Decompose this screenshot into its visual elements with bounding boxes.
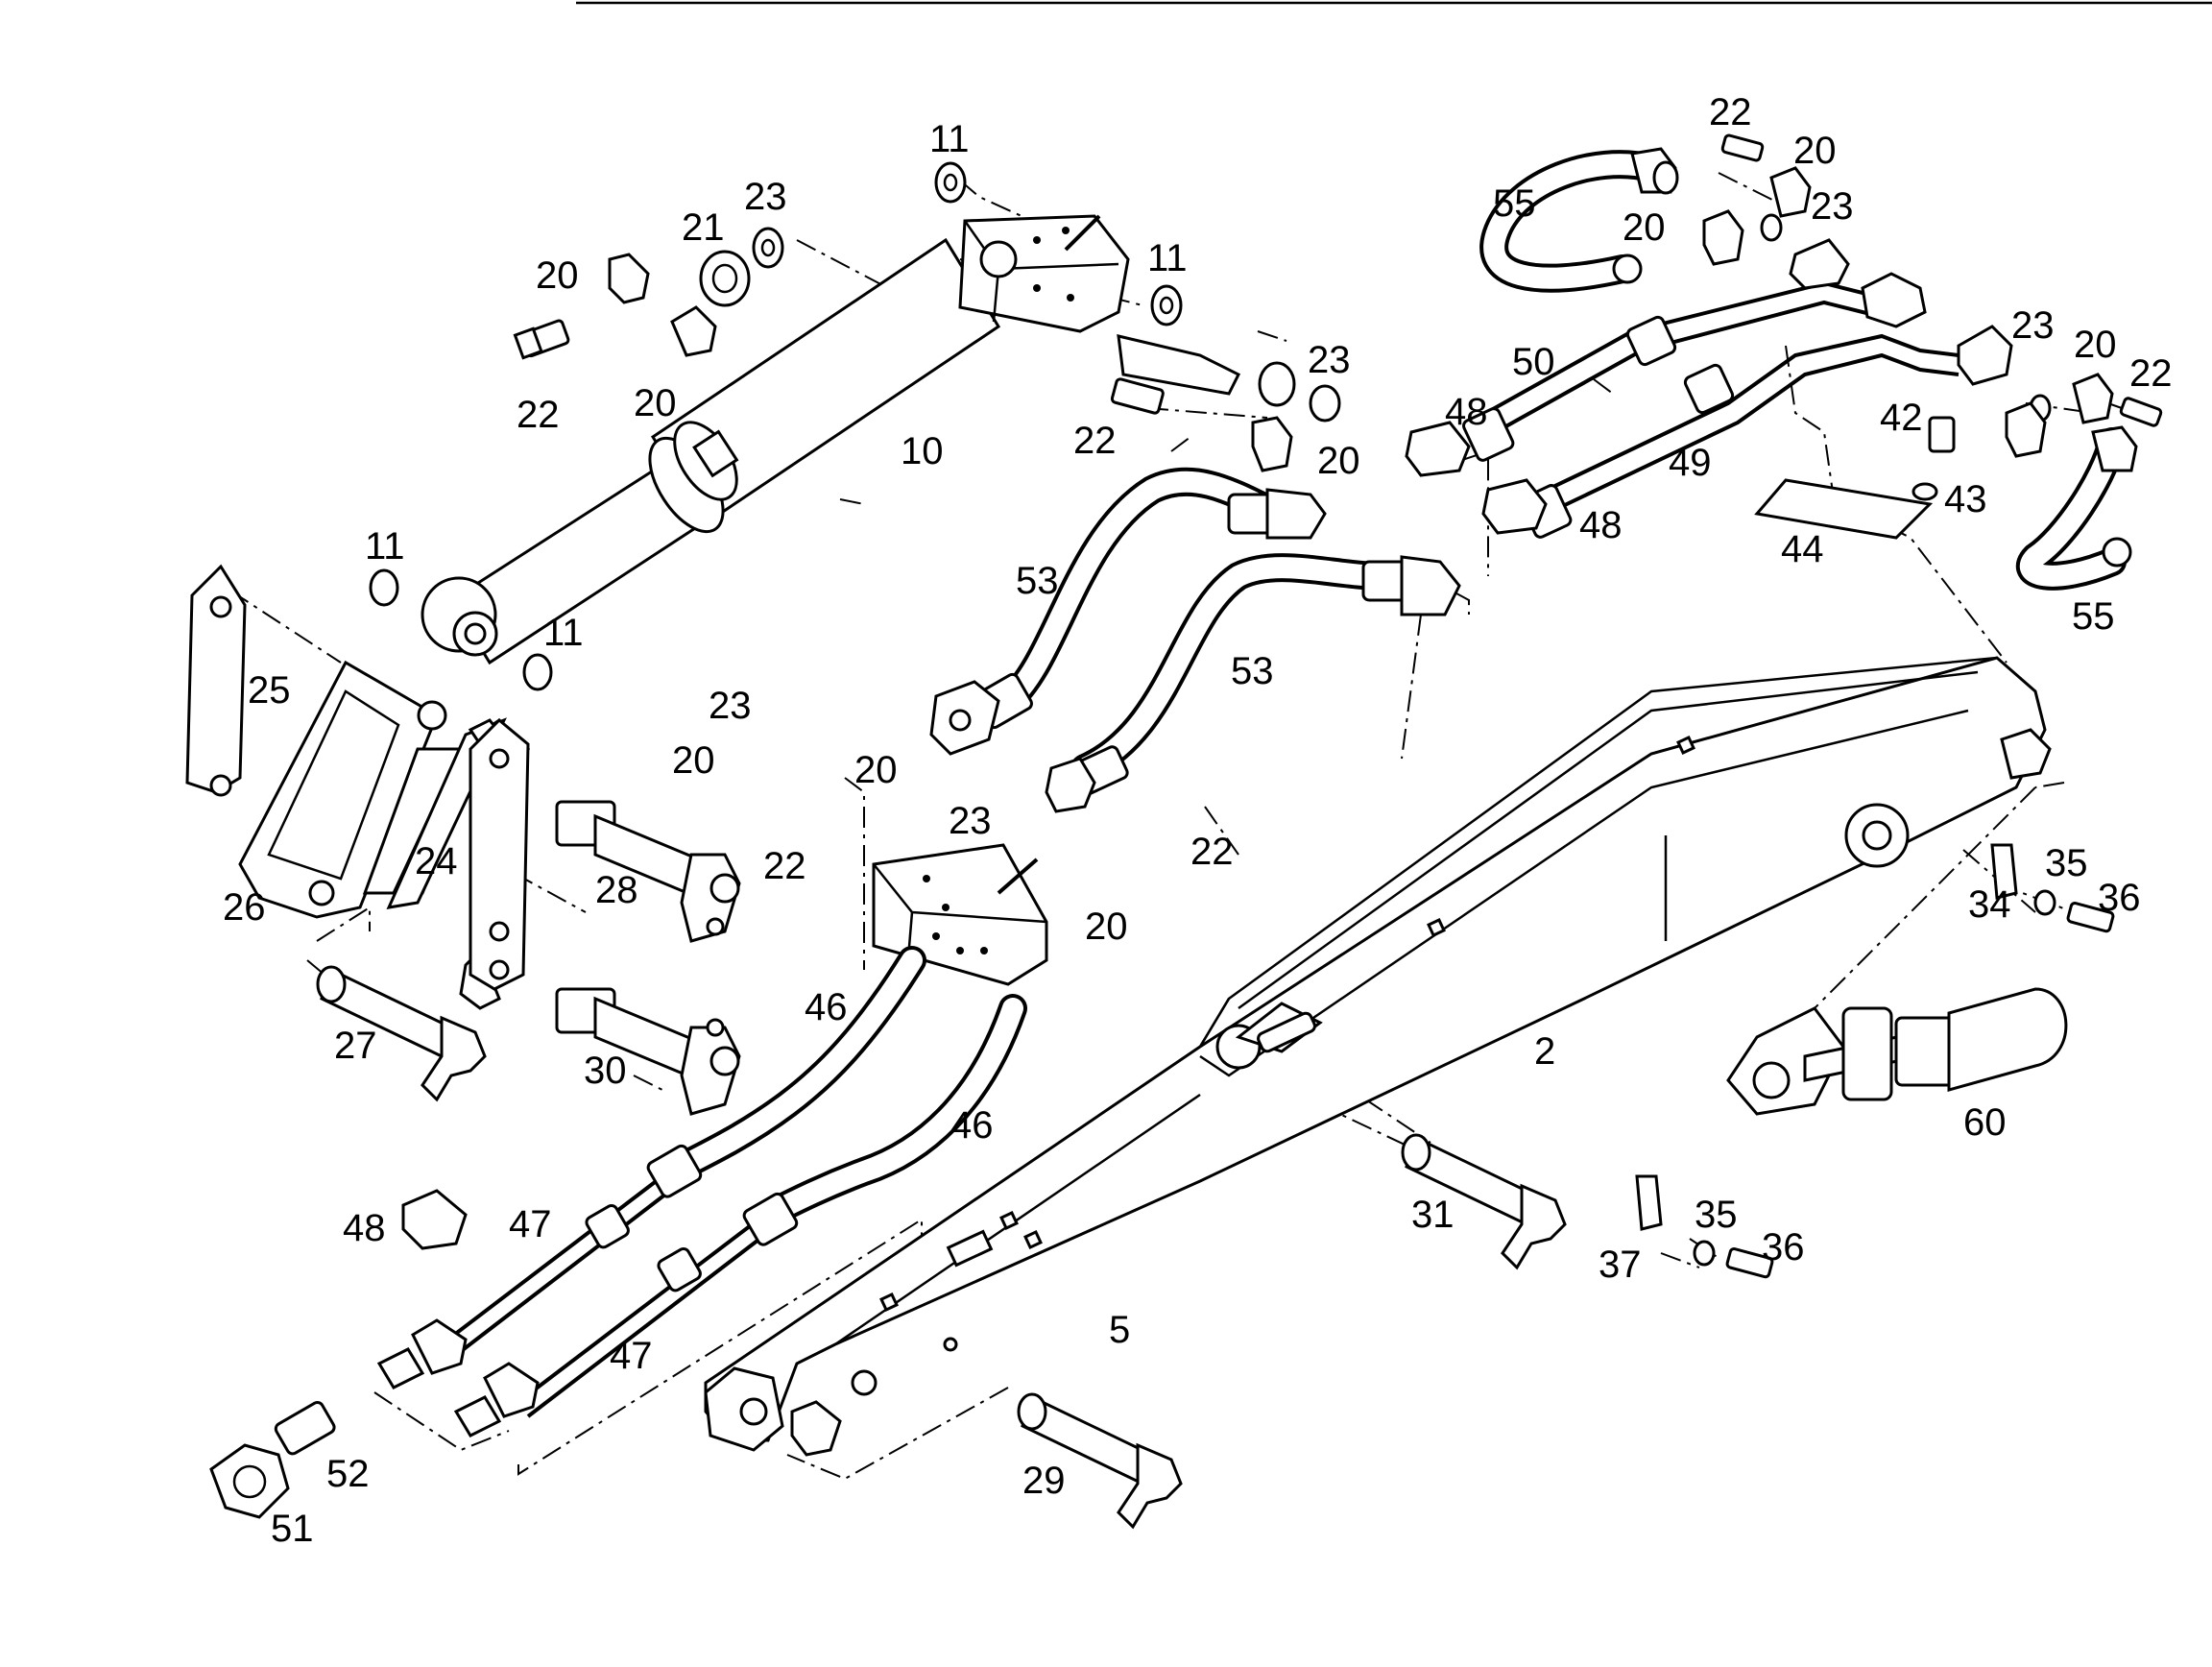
hoses-46 bbox=[658, 946, 1027, 1224]
callout-31: 31 bbox=[1411, 1194, 1455, 1236]
callout-53b: 53 bbox=[1231, 650, 1274, 692]
callout-55b: 55 bbox=[2072, 595, 2115, 638]
callout-35b: 35 bbox=[1695, 1194, 1738, 1236]
callout-34: 34 bbox=[1968, 883, 2011, 926]
callout-20a: 20 bbox=[536, 254, 579, 297]
pin-27 bbox=[316, 965, 487, 1102]
lines-49-50 bbox=[1405, 238, 2013, 539]
callout-23d: 23 bbox=[2011, 304, 2055, 347]
callout-26: 26 bbox=[223, 886, 266, 929]
hoses-53 bbox=[929, 467, 1461, 813]
callout-20h: 20 bbox=[672, 739, 715, 782]
brackets-small bbox=[1635, 843, 2115, 1279]
callout-36a: 36 bbox=[2098, 877, 2141, 919]
callout-47a: 47 bbox=[509, 1203, 552, 1245]
callout-22f: 22 bbox=[1190, 831, 1234, 873]
boom-arm bbox=[704, 656, 2052, 1457]
callout-11d: 11 bbox=[543, 612, 584, 654]
pin-31 bbox=[1401, 1133, 1567, 1270]
link-24 bbox=[469, 717, 530, 991]
cylinder-60 bbox=[1726, 987, 2068, 1116]
callout-25: 25 bbox=[248, 669, 291, 712]
callout-37: 37 bbox=[1599, 1244, 1642, 1286]
callout-30: 30 bbox=[584, 1050, 627, 1092]
callout-50: 50 bbox=[1512, 341, 1555, 383]
callout-29: 29 bbox=[1022, 1460, 1066, 1502]
callout-27: 27 bbox=[334, 1025, 377, 1067]
callout-23a: 23 bbox=[744, 176, 787, 218]
pins-28-30 bbox=[555, 800, 741, 1116]
callout-24: 24 bbox=[415, 840, 458, 882]
callout-42: 42 bbox=[1880, 397, 1923, 439]
callout-11c: 11 bbox=[365, 525, 405, 568]
callout-10: 10 bbox=[901, 430, 944, 472]
callout-46a: 46 bbox=[805, 986, 848, 1028]
callout-20e: 20 bbox=[1623, 206, 1666, 249]
callout-23e: 23 bbox=[709, 685, 752, 727]
callout-20f: 20 bbox=[1793, 130, 1837, 172]
callout-20i: 20 bbox=[854, 749, 898, 791]
callout-20c: 20 bbox=[1317, 440, 1360, 482]
callout-22b: 22 bbox=[1073, 420, 1117, 462]
callout-52: 52 bbox=[326, 1453, 370, 1495]
callout-11b: 11 bbox=[1147, 237, 1188, 279]
lines-47 bbox=[376, 1144, 799, 1437]
callout-22-top-right: 22 bbox=[1709, 91, 1752, 133]
fittings-top-right bbox=[1652, 133, 2163, 540]
callout-22a: 22 bbox=[517, 394, 560, 436]
hoses-55 bbox=[1479, 147, 2138, 591]
hydraulic-cylinder bbox=[421, 237, 1001, 665]
nut-and-fitting bbox=[209, 1400, 336, 1519]
callout-47b: 47 bbox=[610, 1335, 653, 1377]
callout-20j: 20 bbox=[1085, 906, 1128, 948]
callout-48a: 48 bbox=[1445, 391, 1488, 433]
callout-21: 21 bbox=[682, 206, 725, 249]
callout-48c: 48 bbox=[343, 1207, 386, 1249]
callout-20g: 20 bbox=[2074, 324, 2117, 366]
link-arms bbox=[185, 564, 531, 1010]
fittings-mid bbox=[1110, 334, 1341, 472]
valve-block-top bbox=[958, 214, 1130, 333]
callout-2: 2 bbox=[1534, 1030, 1555, 1073]
fittings-top-left bbox=[369, 161, 1183, 691]
callout-28: 28 bbox=[595, 869, 638, 911]
callout-55a: 55 bbox=[1493, 182, 1536, 225]
callout-22d: 22 bbox=[2129, 352, 2173, 395]
callout-5: 5 bbox=[1109, 1309, 1130, 1351]
callout-51: 51 bbox=[271, 1508, 314, 1550]
callout-11a: 11 bbox=[929, 118, 970, 160]
callout-49: 49 bbox=[1669, 442, 1712, 484]
callout-23c: 23 bbox=[1811, 185, 1854, 228]
callout-23f: 23 bbox=[949, 800, 992, 842]
callout-53a: 53 bbox=[1016, 560, 1059, 602]
callout-44: 44 bbox=[1781, 528, 1824, 570]
callout-22e: 22 bbox=[763, 845, 806, 887]
callout-36b: 36 bbox=[1762, 1226, 1805, 1268]
callout-labels: 11 23 21 20 11 22 20 10 23 22 20 11 11 2… bbox=[223, 91, 2173, 1550]
pin-29 bbox=[1017, 1392, 1183, 1530]
callout-46b: 46 bbox=[950, 1104, 994, 1147]
callout-48b: 48 bbox=[1579, 504, 1623, 546]
callout-20b: 20 bbox=[634, 382, 677, 424]
callout-35a: 35 bbox=[2045, 842, 2088, 884]
callout-23b: 23 bbox=[1308, 339, 1351, 381]
callout-60: 60 bbox=[1963, 1101, 2007, 1144]
callout-43: 43 bbox=[1944, 478, 1987, 520]
